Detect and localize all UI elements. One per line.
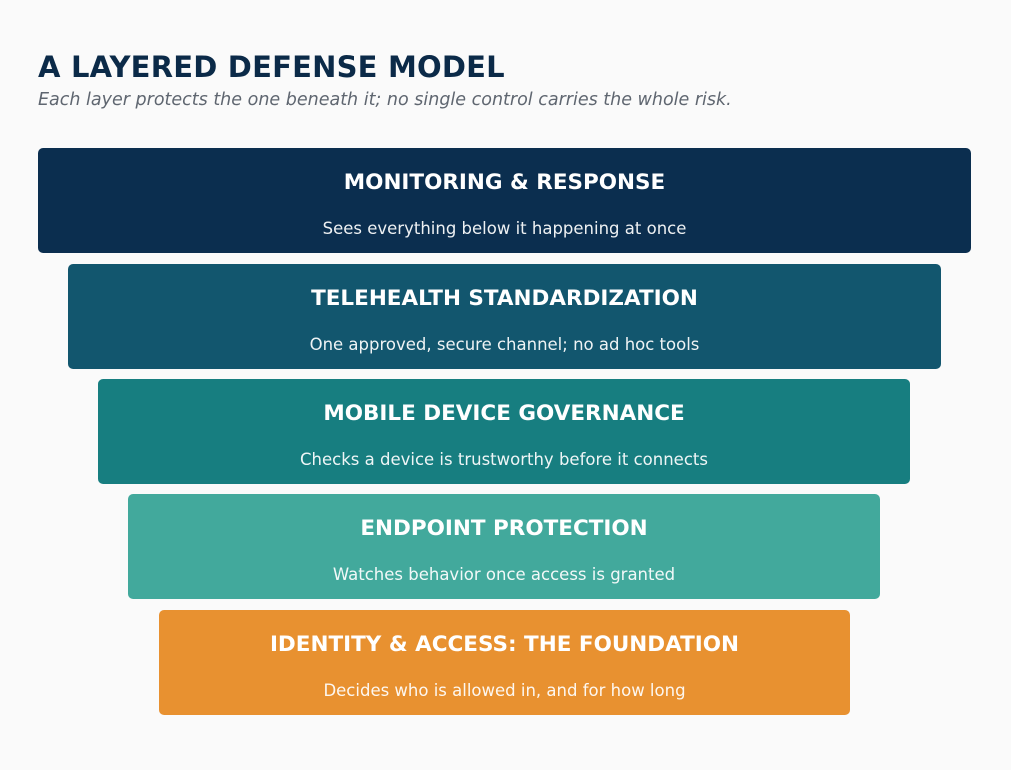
layer-telehealth-standardization: TELEHEALTH STANDARDIZATION One approved,…: [68, 264, 941, 369]
layer-title: MONITORING & RESPONSE: [343, 170, 666, 195]
layer-mobile-device-governance: MOBILE DEVICE GOVERNANCE Checks a device…: [98, 379, 910, 484]
layer-description: Decides who is allowed in, and for how l…: [323, 681, 686, 700]
diagram-title: A LAYERED DEFENSE MODEL: [38, 50, 505, 84]
layer-identity-access-foundation: IDENTITY & ACCESS: THE FOUNDATION Decide…: [159, 610, 850, 715]
layer-description: Watches behavior once access is granted: [332, 565, 676, 584]
layer-monitoring-response: MONITORING & RESPONSE Sees everything be…: [38, 148, 971, 253]
layer-description: Sees everything below it happening at on…: [322, 219, 687, 238]
layer-description: One approved, secure channel; no ad hoc …: [309, 335, 700, 354]
diagram-subtitle: Each layer protects the one beneath it; …: [38, 90, 732, 110]
layer-title: TELEHEALTH STANDARDIZATION: [311, 286, 698, 311]
layer-description: Checks a device is trustworthy before it…: [300, 450, 708, 469]
layer-endpoint-protection: ENDPOINT PROTECTION Watches behavior onc…: [128, 494, 880, 599]
layer-title: MOBILE DEVICE GOVERNANCE: [323, 401, 685, 426]
layer-title: IDENTITY & ACCESS: THE FOUNDATION: [269, 632, 740, 657]
layer-title: ENDPOINT PROTECTION: [360, 516, 648, 541]
